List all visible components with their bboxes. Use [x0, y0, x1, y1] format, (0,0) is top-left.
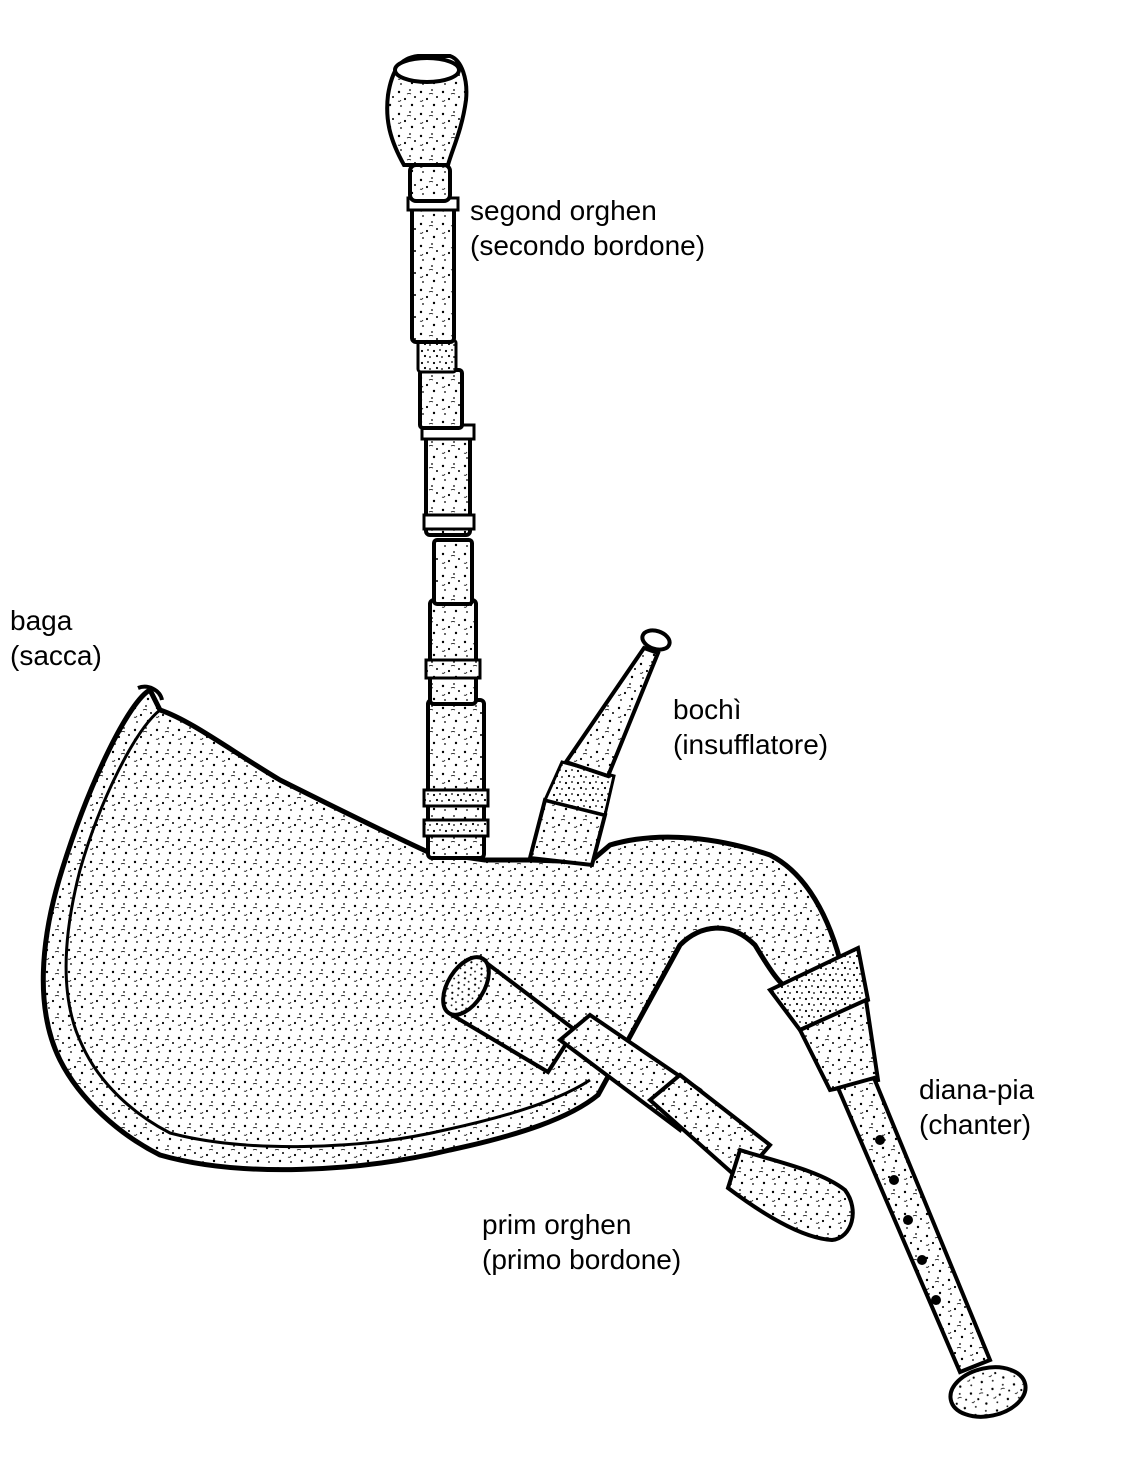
blowpipe	[527, 628, 672, 868]
label-bag-name: baga	[10, 605, 73, 636]
label-first-drone: prim orghen (primo bordone)	[482, 1207, 681, 1277]
label-chanter-translation: (chanter)	[919, 1109, 1032, 1140]
bag	[40, 684, 843, 1173]
label-first-drone-translation: (primo bordone)	[482, 1244, 682, 1275]
chanter	[766, 945, 1028, 1419]
label-blowpipe-name: bochì	[673, 694, 742, 725]
label-blowpipe-translation: (insufflatore)	[673, 729, 829, 760]
label-chanter: diana-pia (chanter)	[919, 1072, 1034, 1142]
label-chanter-name: diana-pia	[919, 1074, 1035, 1105]
label-bag: baga (sacca)	[10, 603, 102, 673]
first-drone	[441, 954, 855, 1243]
label-blowpipe: bochì (insufflatore)	[673, 692, 828, 762]
label-second-drone-translation: (secondo bordone)	[470, 230, 706, 261]
label-second-drone-name: segond orghen	[470, 195, 657, 226]
label-first-drone-name: prim orghen	[482, 1209, 632, 1240]
label-bag-translation: (sacca)	[10, 640, 102, 671]
label-second-drone: segond orghen (secondo bordone)	[470, 193, 705, 263]
second-drone	[385, 54, 490, 860]
